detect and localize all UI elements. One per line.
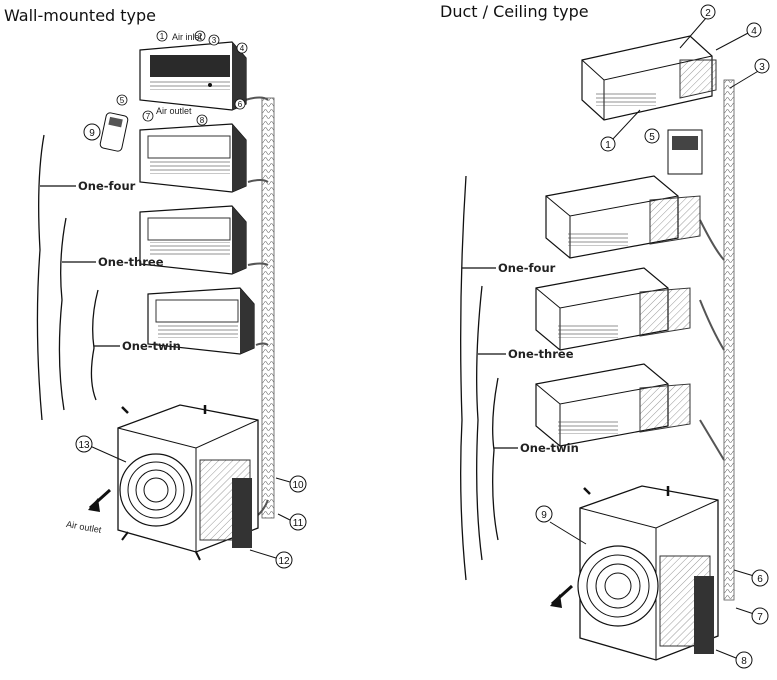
wall-callout-6: 6: [234, 98, 246, 110]
duct-callout-3: 3: [729, 58, 770, 89]
svg-text:3: 3: [759, 62, 765, 73]
svg-text:2: 2: [705, 8, 711, 19]
duct-callout-9: 9: [535, 505, 587, 545]
wall-callout-2: 2: [194, 30, 206, 42]
svg-text:6: 6: [757, 574, 763, 585]
duct-callouts: 1 2 3 4 5 6 7 8 9: [535, 4, 770, 669]
wall-group-brackets: [36, 134, 120, 421]
duct-group-brackets: [460, 175, 518, 581]
svg-text:9: 9: [89, 128, 95, 139]
wall-one-three-label: One-three: [98, 255, 164, 269]
wall-callout-13: 13: [75, 435, 127, 463]
duct-one-three-label: One-three: [508, 347, 574, 361]
air-inlet-label: Air inlet: [172, 32, 203, 42]
duct-indoor-unit-1: [581, 35, 717, 121]
duct-callout-4: 4: [715, 22, 762, 51]
svg-text:7: 7: [757, 612, 763, 623]
wall-callout-1: 1: [156, 30, 168, 42]
duct-ceiling-heading: Duct / Ceiling type: [440, 2, 589, 21]
wall-callout-4: 4: [236, 42, 248, 54]
svg-text:11: 11: [293, 518, 304, 529]
wall-callouts-large: 9 10 11 12 13: [75, 123, 307, 569]
wall-indoor-unit-2: [139, 123, 247, 193]
wall-indoor-unit-1: [139, 41, 247, 111]
wall-callouts: 1 2 3 4 5 6 7 8: [116, 30, 248, 126]
wall-one-twin-label: One-twin: [122, 339, 181, 353]
duct-piping: [699, 79, 735, 601]
wall-callout-3: 3: [208, 34, 220, 46]
wall-callout-7: 7: [142, 110, 154, 122]
svg-text:4: 4: [751, 26, 757, 37]
wired-controller: [667, 129, 703, 175]
wall-one-four-label: One-four: [78, 179, 136, 193]
wall-callout-11: 11: [277, 513, 307, 531]
wall-callout-9: 9: [83, 123, 101, 141]
svg-text:5: 5: [120, 96, 125, 105]
wall-callout-10: 10: [275, 475, 307, 493]
indoor-air-outlet-label: Air outlet: [156, 106, 192, 116]
duct-callout-6: 6: [733, 569, 769, 587]
svg-text:2: 2: [198, 32, 203, 41]
wall-mounted-heading: Wall-mounted type: [4, 6, 157, 25]
svg-text:13: 13: [78, 440, 90, 451]
duct-outdoor-unit: [550, 485, 719, 661]
svg-text:5: 5: [649, 132, 655, 143]
svg-text:10: 10: [292, 480, 304, 491]
remote-control: [99, 112, 129, 152]
svg-text:6: 6: [238, 100, 243, 109]
wall-outdoor-unit: [88, 404, 259, 561]
svg-text:1: 1: [160, 32, 165, 41]
wall-indoor-unit-4: [147, 287, 255, 355]
wall-callout-12: 12: [249, 549, 293, 569]
duct-indoor-unit-3: [535, 267, 691, 351]
duct-callout-7: 7: [735, 607, 769, 625]
wall-indoor-unit-3: [139, 205, 247, 275]
duct-callout-5: 5: [644, 128, 660, 144]
duct-one-four-label: One-four: [498, 261, 556, 275]
duct-callout-1: 1: [600, 109, 641, 152]
svg-text:7: 7: [146, 112, 151, 121]
wall-piping: [244, 96, 275, 521]
svg-text:8: 8: [741, 656, 747, 667]
svg-text:1: 1: [605, 140, 611, 151]
wall-callout-8: 8: [196, 114, 208, 126]
svg-text:4: 4: [240, 44, 245, 53]
duct-callout-2: 2: [679, 4, 716, 49]
wall-callout-5: 5: [116, 94, 128, 106]
duct-one-twin-label: One-twin: [520, 441, 579, 455]
duct-callout-8: 8: [715, 649, 753, 669]
duct-indoor-unit-2: [545, 175, 701, 259]
svg-text:3: 3: [212, 36, 217, 45]
svg-text:8: 8: [200, 116, 205, 125]
svg-text:9: 9: [541, 510, 547, 521]
duct-indoor-unit-4: [535, 363, 691, 447]
svg-text:12: 12: [278, 556, 290, 567]
